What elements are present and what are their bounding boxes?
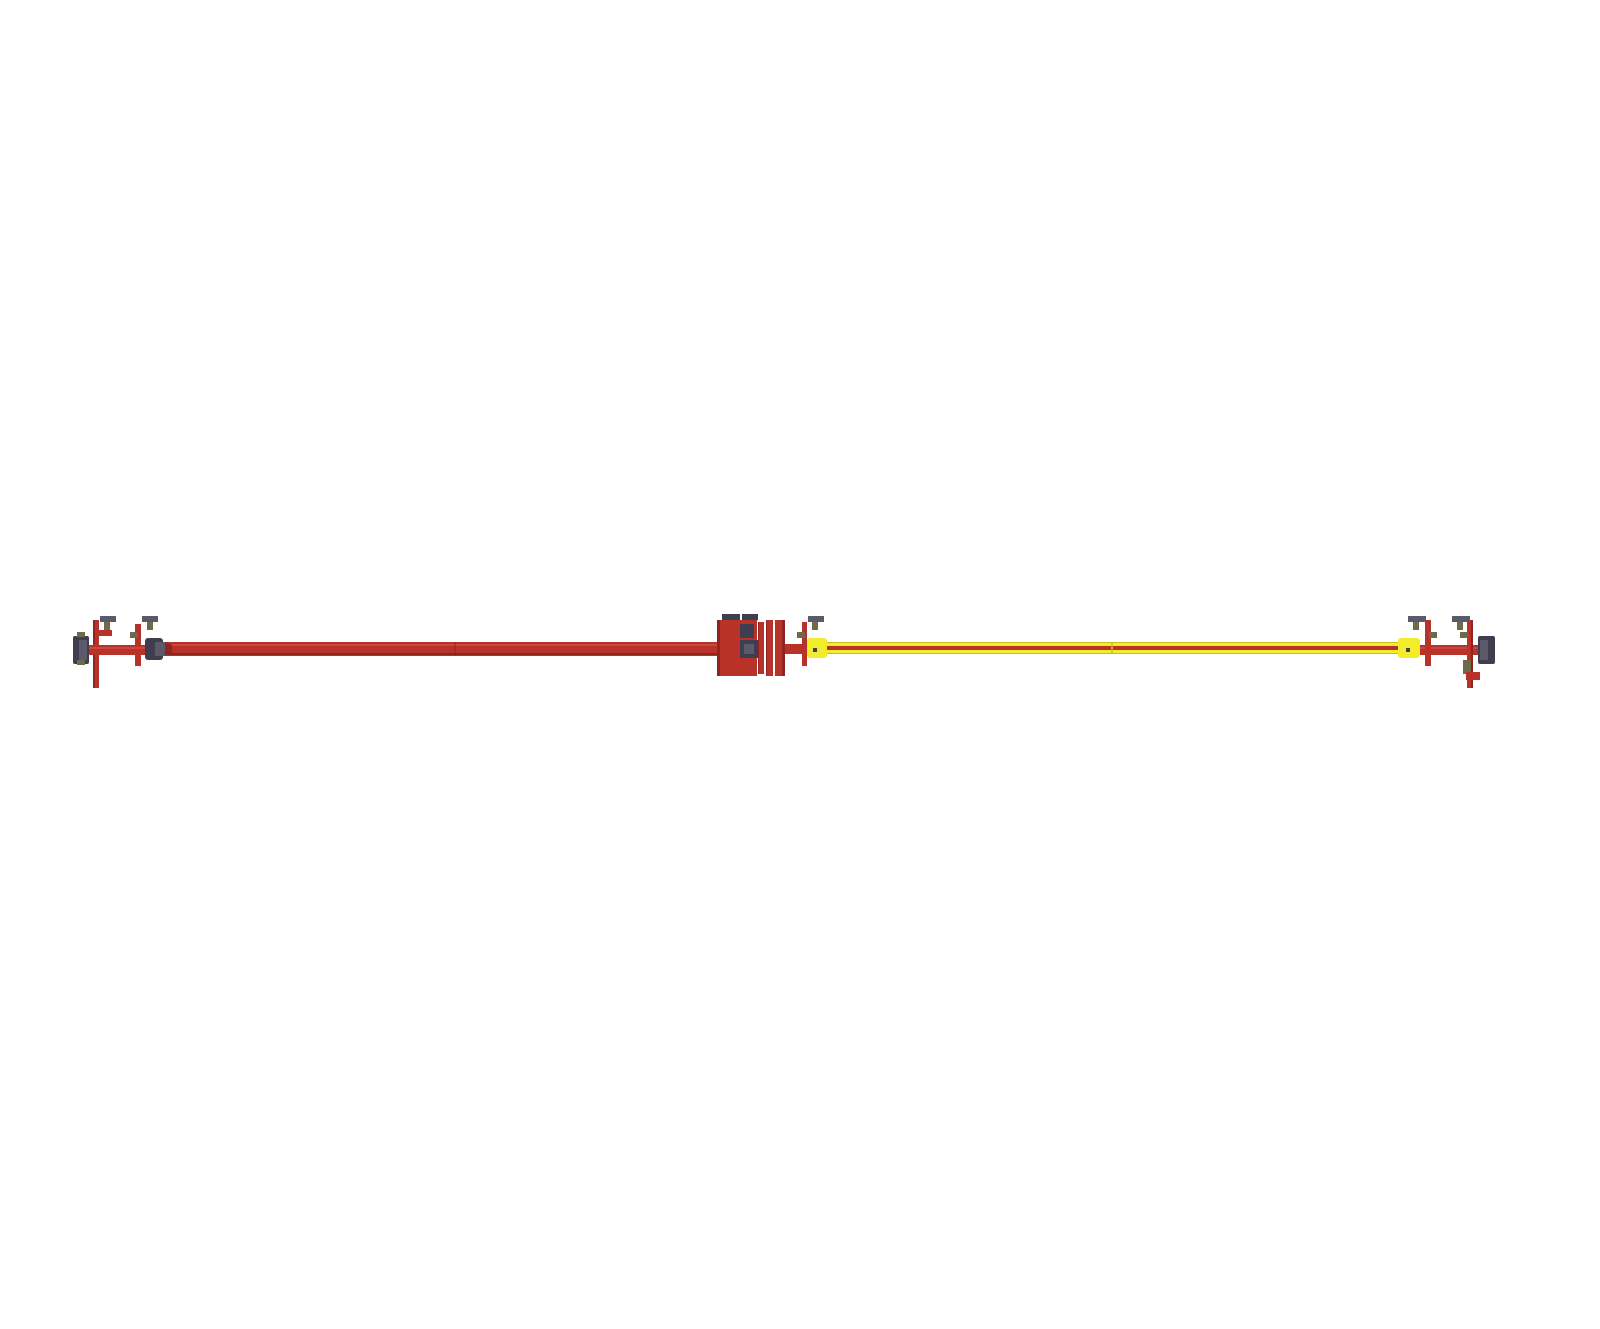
- right-motor-face: [1480, 640, 1488, 660]
- right-mount-plate-outer: [1467, 620, 1473, 688]
- right-end-bearing-assembly[interactable]: [1408, 616, 1495, 688]
- gearbox-output-stub: [785, 644, 803, 654]
- right-shaft-core-line: [827, 646, 1399, 650]
- right-shaft-right-coupling-dot: [1406, 648, 1410, 652]
- right-top-clamp-2-stem: [1457, 622, 1463, 630]
- left-shaft-taper: [165, 642, 172, 656]
- gearbox-inner-dark-upper: [740, 624, 754, 638]
- gearbox-inner-dark-core: [744, 644, 754, 654]
- gearbox-right-clamp: [808, 616, 824, 622]
- left-end-bearing-assembly[interactable]: [73, 616, 165, 688]
- gearbox-ring-3: [775, 620, 785, 676]
- gearbox-ring-1: [758, 622, 764, 674]
- gearbox-ring-1-edge: [758, 622, 759, 674]
- right-lower-olive-block: [1463, 660, 1471, 674]
- right-shaft-bottom-edge: [827, 653, 1399, 654]
- left-shaft-top-highlight: [165, 644, 720, 646]
- gearbox-right-clamp-stem: [812, 622, 818, 630]
- left-stub-shaft-highlight: [89, 647, 145, 649]
- left-top-clamp-2: [142, 616, 158, 622]
- center-gearbox[interactable]: [717, 614, 824, 676]
- right-stub-shaft: [1420, 645, 1484, 655]
- right-mount-plate-edge: [1471, 620, 1473, 688]
- left-bolt-lower: [77, 660, 85, 665]
- right-lower-foot: [1466, 672, 1480, 680]
- left-shaft-bottom-shadow: [165, 653, 720, 655]
- right-shaft-top-edge: [827, 642, 1399, 643]
- right-olive-washer-2: [1460, 632, 1468, 638]
- left-top-clamp-2-stem: [147, 622, 153, 630]
- gearbox-top-block-2: [742, 614, 758, 620]
- left-drive-shaft[interactable]: [165, 642, 720, 656]
- left-top-clamp-foot: [98, 630, 112, 636]
- gearbox-ring-2: [766, 620, 773, 676]
- left-bolt-upper: [77, 632, 85, 637]
- left-olive-washer: [130, 632, 138, 638]
- left-top-clamp: [100, 616, 116, 622]
- right-drive-shaft[interactable]: [807, 638, 1420, 658]
- left-bearing-collar: [155, 642, 165, 656]
- right-top-clamp-1-stem: [1413, 622, 1419, 630]
- gearbox-ring-2-edge: [766, 620, 767, 676]
- left-top-clamp-stem: [104, 622, 110, 630]
- right-top-clamp-1: [1408, 616, 1426, 622]
- gearbox-right-bracket: [802, 622, 807, 666]
- left-motor-face: [79, 640, 87, 660]
- gearbox-top-block-1: [722, 614, 740, 620]
- gearbox-right-olive-washer: [797, 632, 805, 638]
- gearbox-ring-3-shadow: [782, 620, 785, 676]
- right-olive-washer-1: [1429, 632, 1437, 638]
- right-shaft-left-coupling-dot: [813, 648, 817, 652]
- left-stub-shaft: [89, 645, 145, 655]
- right-mount-plate-inner: [1425, 620, 1431, 666]
- right-top-clamp-2: [1452, 616, 1470, 622]
- gearbox-housing-edge: [717, 620, 720, 676]
- right-stub-shaft-highlight: [1420, 647, 1484, 649]
